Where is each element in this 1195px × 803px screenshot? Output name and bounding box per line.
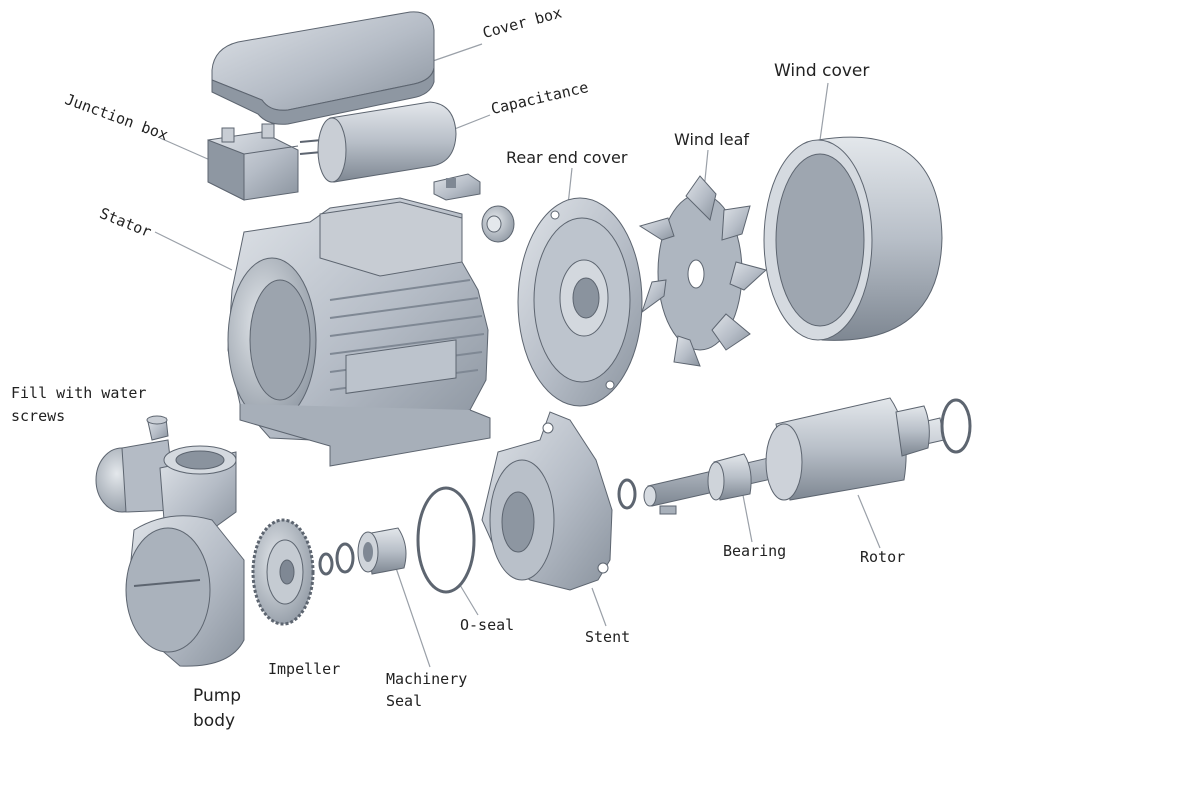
cover-box-part: [211, 11, 435, 125]
junction-box-part: [207, 123, 299, 201]
o-seal-label: O-seal: [460, 616, 515, 634]
fill-water-screws-label-line1: Fill with water: [11, 384, 147, 402]
stator-part: [227, 197, 491, 467]
terminal-clip-part: [433, 173, 481, 201]
o-seal-part: [416, 486, 476, 594]
machinery-seal-label-line1: Machinery: [386, 670, 468, 688]
wind-leaf-label: Wind leaf: [674, 130, 750, 149]
fill-water-screws-label-line2: screws: [11, 407, 66, 425]
bearing-label: Bearing: [723, 542, 787, 560]
stent-part: [481, 411, 613, 591]
pump-body-label-line1: Pump: [193, 686, 242, 706]
rotor-part: [643, 397, 972, 507]
pump-body-part: [95, 439, 245, 667]
wind-leaf-part: [638, 175, 768, 367]
capacitance-part: [299, 101, 457, 183]
washer-parts: [318, 542, 355, 576]
rear-end-cover-label: Rear end cover: [506, 148, 628, 167]
rotor-label: Rotor: [860, 548, 906, 566]
wind-cover-label: Wind cover: [774, 61, 870, 81]
machinery-seal-label-line2: Seal: [386, 692, 423, 710]
pump-body-label-line2: body: [193, 711, 236, 731]
shaft-washer-part: [617, 478, 677, 515]
impeller-part: [251, 518, 315, 626]
stent-label: Stent: [585, 628, 631, 646]
leader-lines: [154, 43, 881, 668]
rear-end-cover-part: [517, 197, 643, 407]
bearing-cap-part: [481, 205, 515, 243]
machinery-seal-part: [357, 527, 407, 575]
wind-cover-part: [763, 136, 943, 341]
impeller-label: Impeller: [268, 660, 341, 678]
water-screw-part: [146, 415, 169, 441]
